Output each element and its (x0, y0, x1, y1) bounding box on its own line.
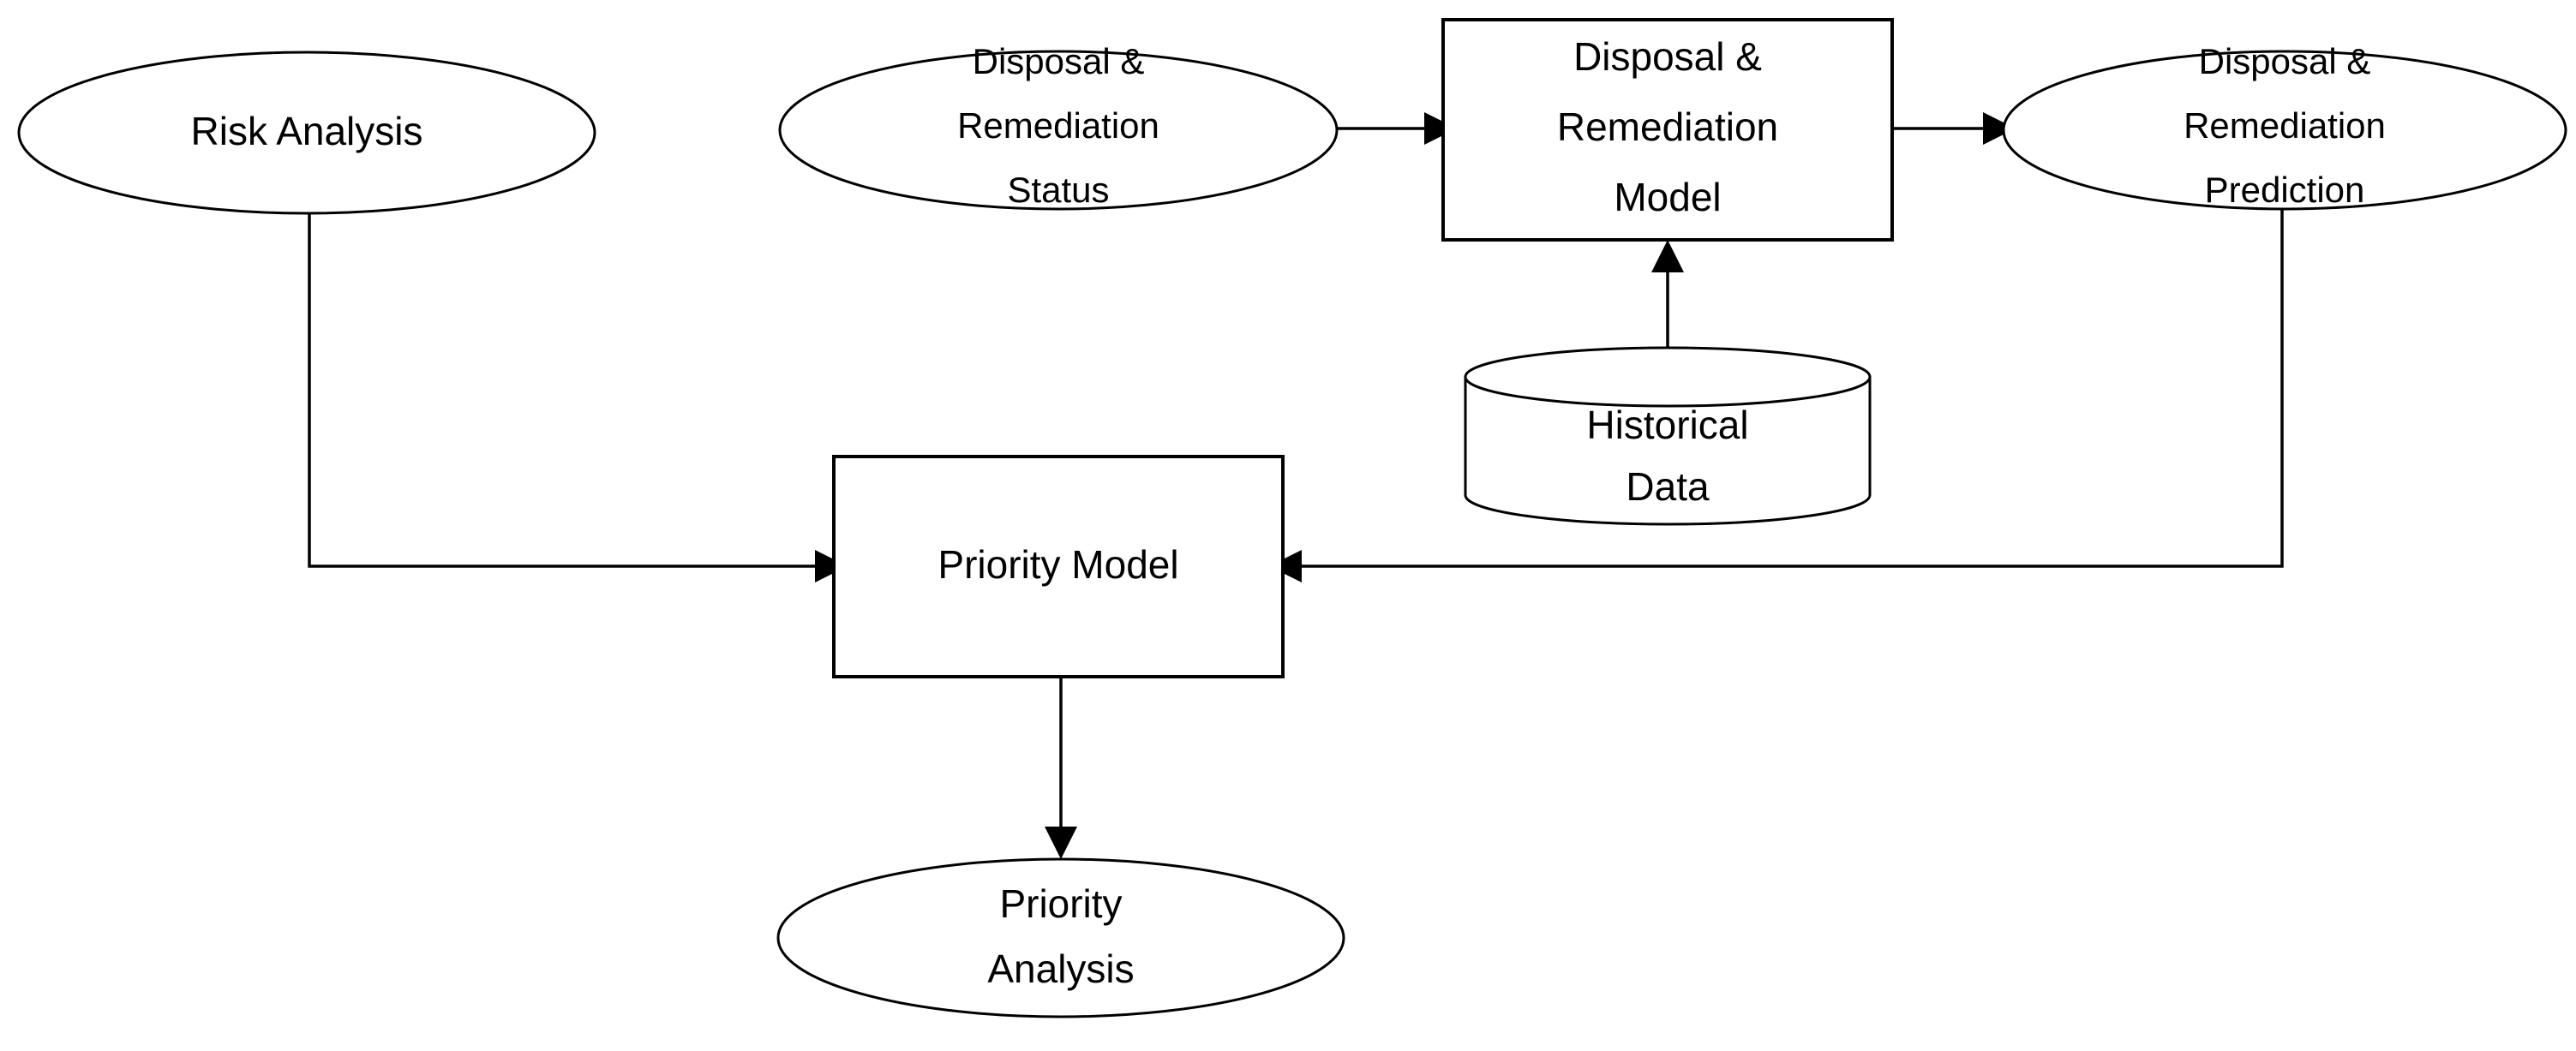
node-label-line-1: Disposal & (973, 41, 1145, 81)
node-label-line-2: Remediation (1557, 105, 1778, 149)
arrow-head-icon (1269, 550, 1302, 582)
arrow-head-icon (1651, 240, 1684, 272)
edge-risk-analysis-to-priority-model (308, 213, 848, 582)
node-label-line-3: Prediction (2205, 170, 2365, 210)
ellipse-shape (778, 50, 1339, 211)
node-label-line-2: Remediation (2184, 105, 2386, 146)
ellipse-shape (2002, 50, 2567, 211)
arrow-head-icon (1983, 112, 2016, 145)
edge-line (308, 213, 815, 568)
arrow-head-icon (1045, 827, 1077, 859)
node-priority-analysis[interactable]: Priority Analysis (776, 857, 1345, 1018)
arrow-head-icon (1424, 112, 1457, 145)
ellipse-shape (17, 51, 596, 215)
node-label-priority-model: Priority Model (938, 542, 1178, 587)
edge-model-to-prediction (1892, 112, 2016, 145)
node-label-line-2: Analysis (987, 946, 1134, 991)
node-disposal-remediation-status[interactable]: Disposal & Remediation Status (778, 41, 1339, 211)
node-disposal-remediation-model[interactable]: Disposal & Remediation Model (1441, 18, 1894, 242)
node-label-line-3: Status (1007, 170, 1109, 210)
edge-historical-data-to-model (1651, 240, 1684, 360)
node-label-line-2: Remediation (957, 105, 1159, 146)
node-label-line-1: Historical (1586, 403, 1748, 447)
node-label-line-3: Model (1614, 175, 1721, 219)
edge-line (1302, 210, 2284, 568)
node-priority-model[interactable]: Priority Model (832, 455, 1285, 678)
node-historical-data[interactable]: Historical Data (1464, 346, 1872, 526)
node-label-line-1: Priority (999, 881, 1122, 926)
rectangle-shape (1441, 18, 1894, 242)
ellipse-shape (776, 857, 1345, 1018)
node-label-line-2: Data (1626, 464, 1710, 509)
node-label-line-1: Disposal & (1573, 34, 1762, 79)
node-label-risk-analysis: Risk Analysis (191, 109, 423, 153)
cylinder-top-shape (1464, 346, 1872, 408)
node-risk-analysis[interactable]: Risk Analysis (17, 51, 596, 215)
edge-status-to-model (1337, 112, 1457, 145)
rectangle-shape (832, 455, 1285, 678)
edge-prediction-to-priority-model (1269, 210, 2284, 582)
edge-priority-model-to-priority-analysis (1045, 677, 1077, 859)
node-disposal-remediation-prediction[interactable]: Disposal & Remediation Prediction (2002, 41, 2567, 211)
node-label-line-1: Disposal & (2199, 41, 2371, 81)
arrow-head-icon (815, 550, 848, 582)
cylinder-body-shape (1464, 375, 1872, 526)
